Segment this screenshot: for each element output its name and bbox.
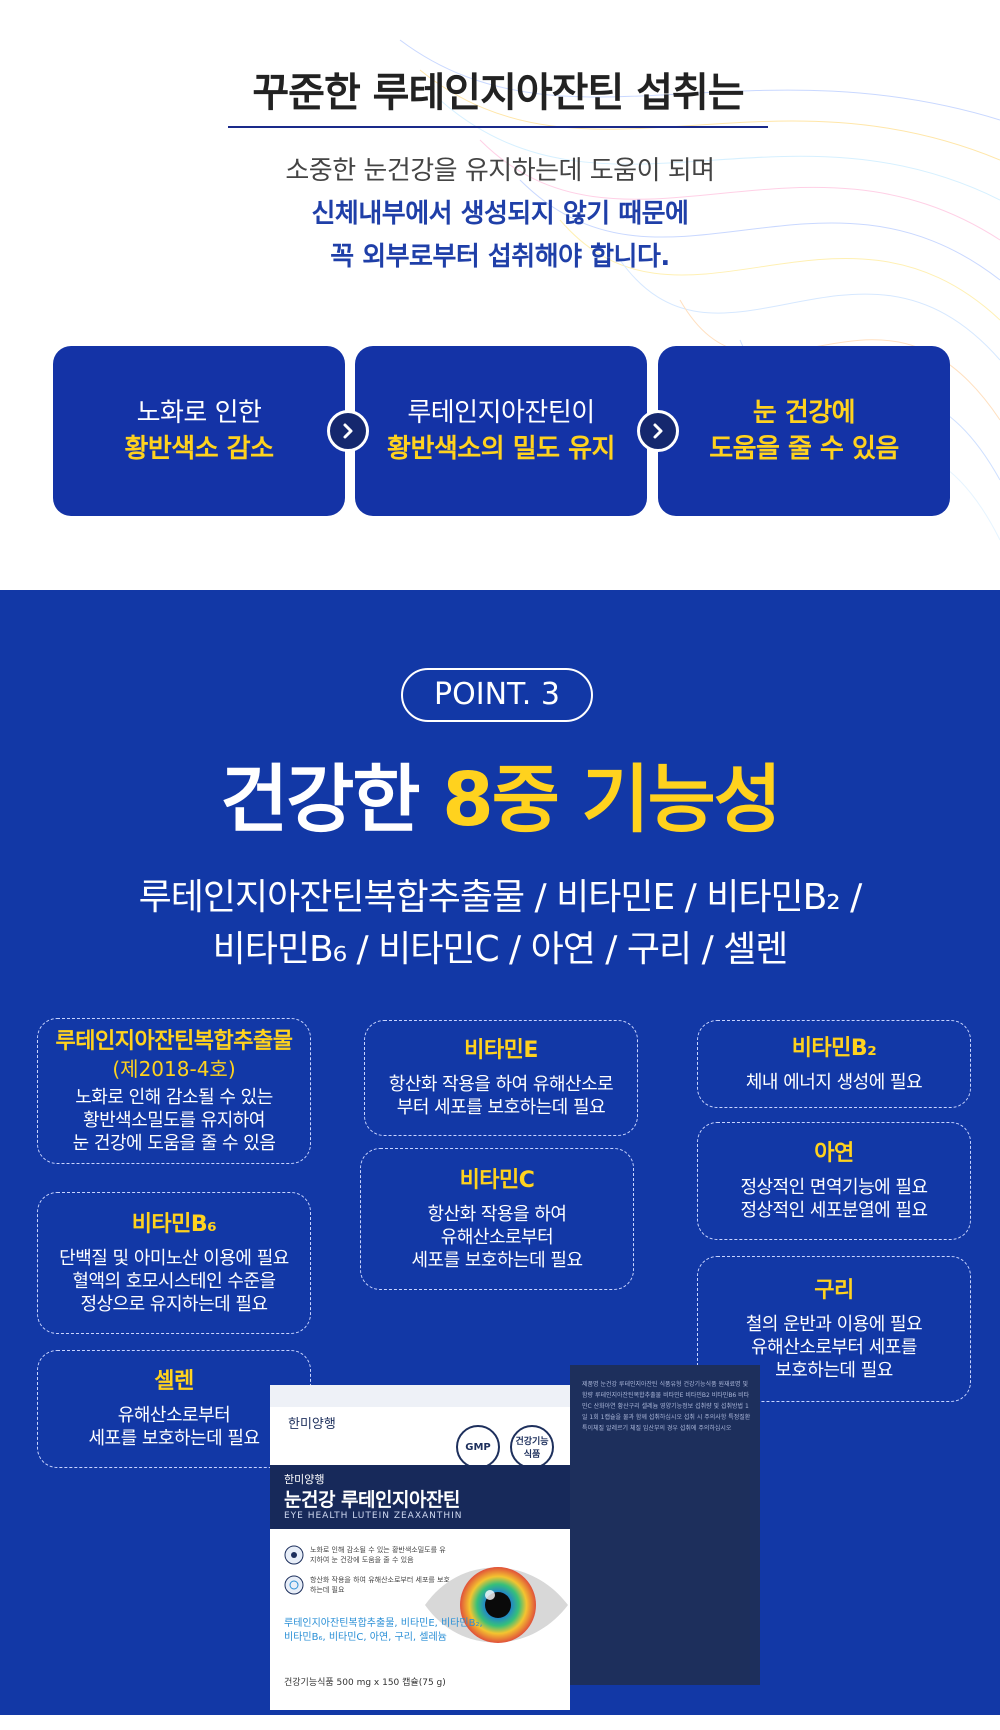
headline-yellow: 8중 기능성 — [442, 757, 782, 843]
card-subtitle: (제2018-4호) — [112, 1056, 236, 1081]
eye-illustration-icon — [425, 1567, 568, 1643]
card-line: 노화로 인해 감소될 수 있는 — [75, 1086, 273, 1108]
step-card-1: 노화로 인한 황반색소 감소 — [53, 346, 345, 516]
card-line: 유해산소로부터 — [440, 1226, 554, 1248]
card-vitamin-c: 비타민C 항산화 작용을 하여 유해산소로부터 세포를 보호하는데 필요 — [360, 1148, 634, 1290]
step-1-line-1: 노화로 인한 — [136, 398, 262, 428]
card-title: 구리 — [814, 1277, 854, 1303]
card-line: 보호하는데 필요 — [775, 1359, 893, 1381]
card-title: 비타민B₂ — [791, 1035, 877, 1061]
step-3-line-1: 눈 건강에 — [752, 398, 856, 428]
card-lutein: 루테인지아잔틴복합추출물 (제2018-4호) 노화로 인해 감소될 수 있는 … — [37, 1018, 311, 1164]
health-food-badge-icon: 건강기능식품 — [510, 1425, 554, 1469]
product-feature-1: 노화로 인해 감소될 수 있는 황반색소밀도를 유지하여 눈 건강에 도움을 줄… — [310, 1546, 446, 1564]
card-title: 비타민C — [459, 1167, 535, 1193]
product-name: 눈건강 루테인지아잔틴 — [284, 1489, 460, 1511]
card-title: 루테인지아잔틴복합추출물 — [55, 1028, 293, 1054]
product-box-side — [570, 1365, 760, 1685]
step-card-3: 눈 건강에 도움을 줄 수 있음 — [658, 346, 950, 516]
card-line: 세포를 보호하는데 필요 — [88, 1428, 260, 1449]
card-title: 아연 — [814, 1141, 854, 1166]
card-selenium: 셀렌 유해산소로부터 세포를 보호하는데 필요 — [37, 1350, 311, 1468]
card-zinc: 아연 정상적인 면역기능에 필요 정상적인 세포분열에 필요 — [697, 1122, 971, 1240]
card-title: 비타민B₆ — [131, 1211, 217, 1237]
card-line: 황반색소밀도를 유지하여 — [83, 1109, 265, 1131]
product-box-front: 한미양행 GMP 건강기능식품 한미양행 눈건강 루테인지아잔틴 EYE HEA… — [270, 1385, 570, 1710]
card-vitamin-b6: 비타민B₆ 단백질 및 아미노산 이용에 필요 혈액의 호모시스테인 수준을 정… — [37, 1192, 311, 1334]
product-ingredients: 루테인지아잔틴복합추출물, 비타민E, 비타민B₂, 비타민B₆, 비타민C, … — [284, 1618, 483, 1643]
card-title: 셀렌 — [154, 1369, 194, 1394]
ingredients-line-1: 루테인지아잔틴복합추출물 / 비타민E / 비타민B₂ / — [138, 877, 863, 918]
chevron-right-icon — [637, 410, 679, 452]
intro-line-2: 신체내부에서 생성되지 않기 때문에 — [311, 199, 689, 229]
card-line: 세포를 보호하는데 필요 — [411, 1249, 583, 1271]
card-vitamin-e: 비타민E 항산화 작용을 하여 유해산소로 부터 세포를 보호하는데 필요 — [364, 1020, 638, 1136]
point-section: POINT. 3 건강한 8중 기능성 루테인지아잔틴복합추출물 / 비타민E … — [0, 590, 1000, 1715]
product-brand-small: 한미양행 — [284, 1473, 325, 1486]
card-line: 유해산소로부터 세포를 — [751, 1336, 917, 1358]
gmp-badge-icon: GMP — [456, 1425, 500, 1469]
card-line: 체내 에너지 생성에 필요 — [745, 1071, 923, 1093]
card-line: 정상적인 세포분열에 필요 — [740, 1200, 928, 1221]
card-line: 정상적인 면역기능에 필요 — [740, 1177, 928, 1198]
product-name-en: EYE HEALTH LUTEIN ZEAXANTHIN — [284, 1511, 463, 1521]
card-line: 부터 세포를 보호하는데 필요 — [396, 1097, 606, 1118]
intro-line-1: 소중한 눈건강을 유지하는데 도움이 되며 — [285, 156, 715, 186]
intro-title: 꾸준한 루테인지아잔틴 섭취는 — [252, 70, 744, 116]
card-line: 단백질 및 아미노산 이용에 필요 — [59, 1247, 289, 1269]
step-2-line-1: 루테인지아잔틴이 — [407, 398, 595, 428]
step-1-line-2: 황반색소 감소 — [124, 434, 274, 464]
card-title: 비타민E — [464, 1038, 538, 1063]
headline-white: 건강한 — [220, 757, 420, 843]
card-line: 눈 건강에 도움을 줄 수 있음 — [72, 1132, 276, 1154]
page-footer-space — [0, 1715, 1000, 1730]
step-2-line-2: 황반색소의 밀도 유지 — [387, 434, 615, 464]
eye-feature-icon — [284, 1545, 304, 1565]
product-feature-2: 항산화 작용을 하여 유해산소로부터 세포를 보호하는데 필요 — [310, 1576, 450, 1594]
card-line: 유해산소로부터 — [117, 1405, 231, 1426]
product-box-image: 제품명 눈건강 루테인지아잔틴 식품유형 건강기능식품 원재료명 및 함량 루테… — [270, 1365, 760, 1710]
intro-line-3: 꼭 외부로부터 섭취해야 합니다. — [330, 242, 670, 272]
product-name-band — [270, 1465, 570, 1529]
product-brand: 한미양행 — [288, 1417, 336, 1432]
card-line: 혈액의 호모시스테인 수준을 — [72, 1270, 276, 1292]
card-vitamin-b2: 비타민B₂ 체내 에너지 생성에 필요 — [697, 1020, 971, 1108]
card-line: 항산화 작용을 하여 — [427, 1203, 567, 1225]
cell-feature-icon — [284, 1575, 304, 1595]
card-line: 철의 운반과 이용에 필요 — [745, 1313, 923, 1335]
card-line: 항산화 작용을 하여 유해산소로 — [388, 1074, 614, 1095]
intro-section: 꾸준한 루테인지아잔틴 섭취는 소중한 눈건강을 유지하는데 도움이 되며 신체… — [0, 0, 1000, 590]
product-spec: 건강기능식품 500 mg x 150 캡슐(75 g) — [284, 1678, 446, 1688]
point-label: POINT. 3 — [401, 668, 593, 722]
card-line: 정상으로 유지하는데 필요 — [80, 1293, 268, 1315]
chevron-right-icon — [327, 410, 369, 452]
intro-title-underline — [228, 126, 768, 128]
ingredients-line-2: 비타민B₆ / 비타민C / 아연 / 구리 / 셀렌 — [212, 929, 789, 970]
step-card-2: 루테인지아잔틴이 황반색소의 밀도 유지 — [355, 346, 647, 516]
point-headline: 건강한 8중 기능성 — [0, 740, 1000, 847]
product-side-text: 제품명 눈건강 루테인지아잔틴 식품유형 건강기능식품 원재료명 및 함량 루테… — [582, 1381, 751, 1432]
step-3-line-2: 도움을 줄 수 있음 — [709, 434, 899, 464]
card-copper: 구리 철의 운반과 이용에 필요 유해산소로부터 세포를 보호하는데 필요 — [697, 1256, 971, 1402]
